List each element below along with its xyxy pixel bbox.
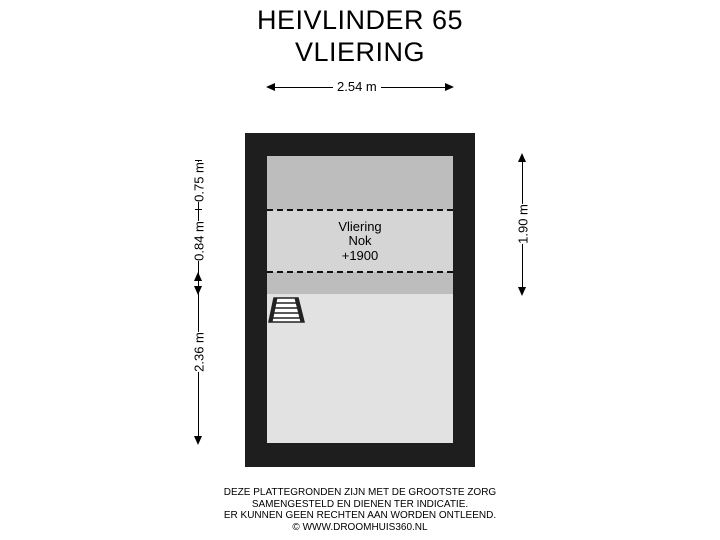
room-height: +1900: [341, 248, 379, 263]
floor-title: VLIERING: [294, 37, 426, 67]
stair-icon: [268, 297, 305, 323]
disclaimer-line-1: DEZE PLATTEGRONDEN ZIJN MET DE GROOTSTE …: [223, 487, 497, 498]
sloped-roof-zone-top: [267, 156, 453, 210]
roof-line-upper: [267, 209, 453, 211]
sloped-roof-zone-band: [267, 272, 453, 294]
disclaimer: DEZE PLATTEGRONDEN ZIJN MET DE GROOTSTE …: [0, 487, 720, 533]
right-label: 1.90 m: [515, 204, 531, 244]
plan-title: HEIVLINDER 65: [256, 5, 464, 35]
disclaimer-line-2: SAMENGESTELD EN DIENEN TER INDICATIE.: [251, 498, 469, 510]
room-sub: Nok: [348, 233, 372, 248]
room-name: Vliering: [338, 219, 382, 234]
left-middle-label: 0.84 m: [191, 221, 207, 261]
nok-zone: [267, 210, 453, 272]
roof-line-lower: [267, 271, 453, 273]
left-upper-label: 0.75 m: [191, 162, 207, 202]
left-lower-label: 2.36 m: [191, 332, 207, 372]
width-label: 2.54 m: [333, 79, 381, 94]
disclaimer-line-3: ER KUNNEN GEEN RECHTEN AAN WORDEN ONTLEE…: [223, 510, 497, 521]
copyright-line: © WWW.DROOMHUIS360.NL: [292, 521, 428, 533]
